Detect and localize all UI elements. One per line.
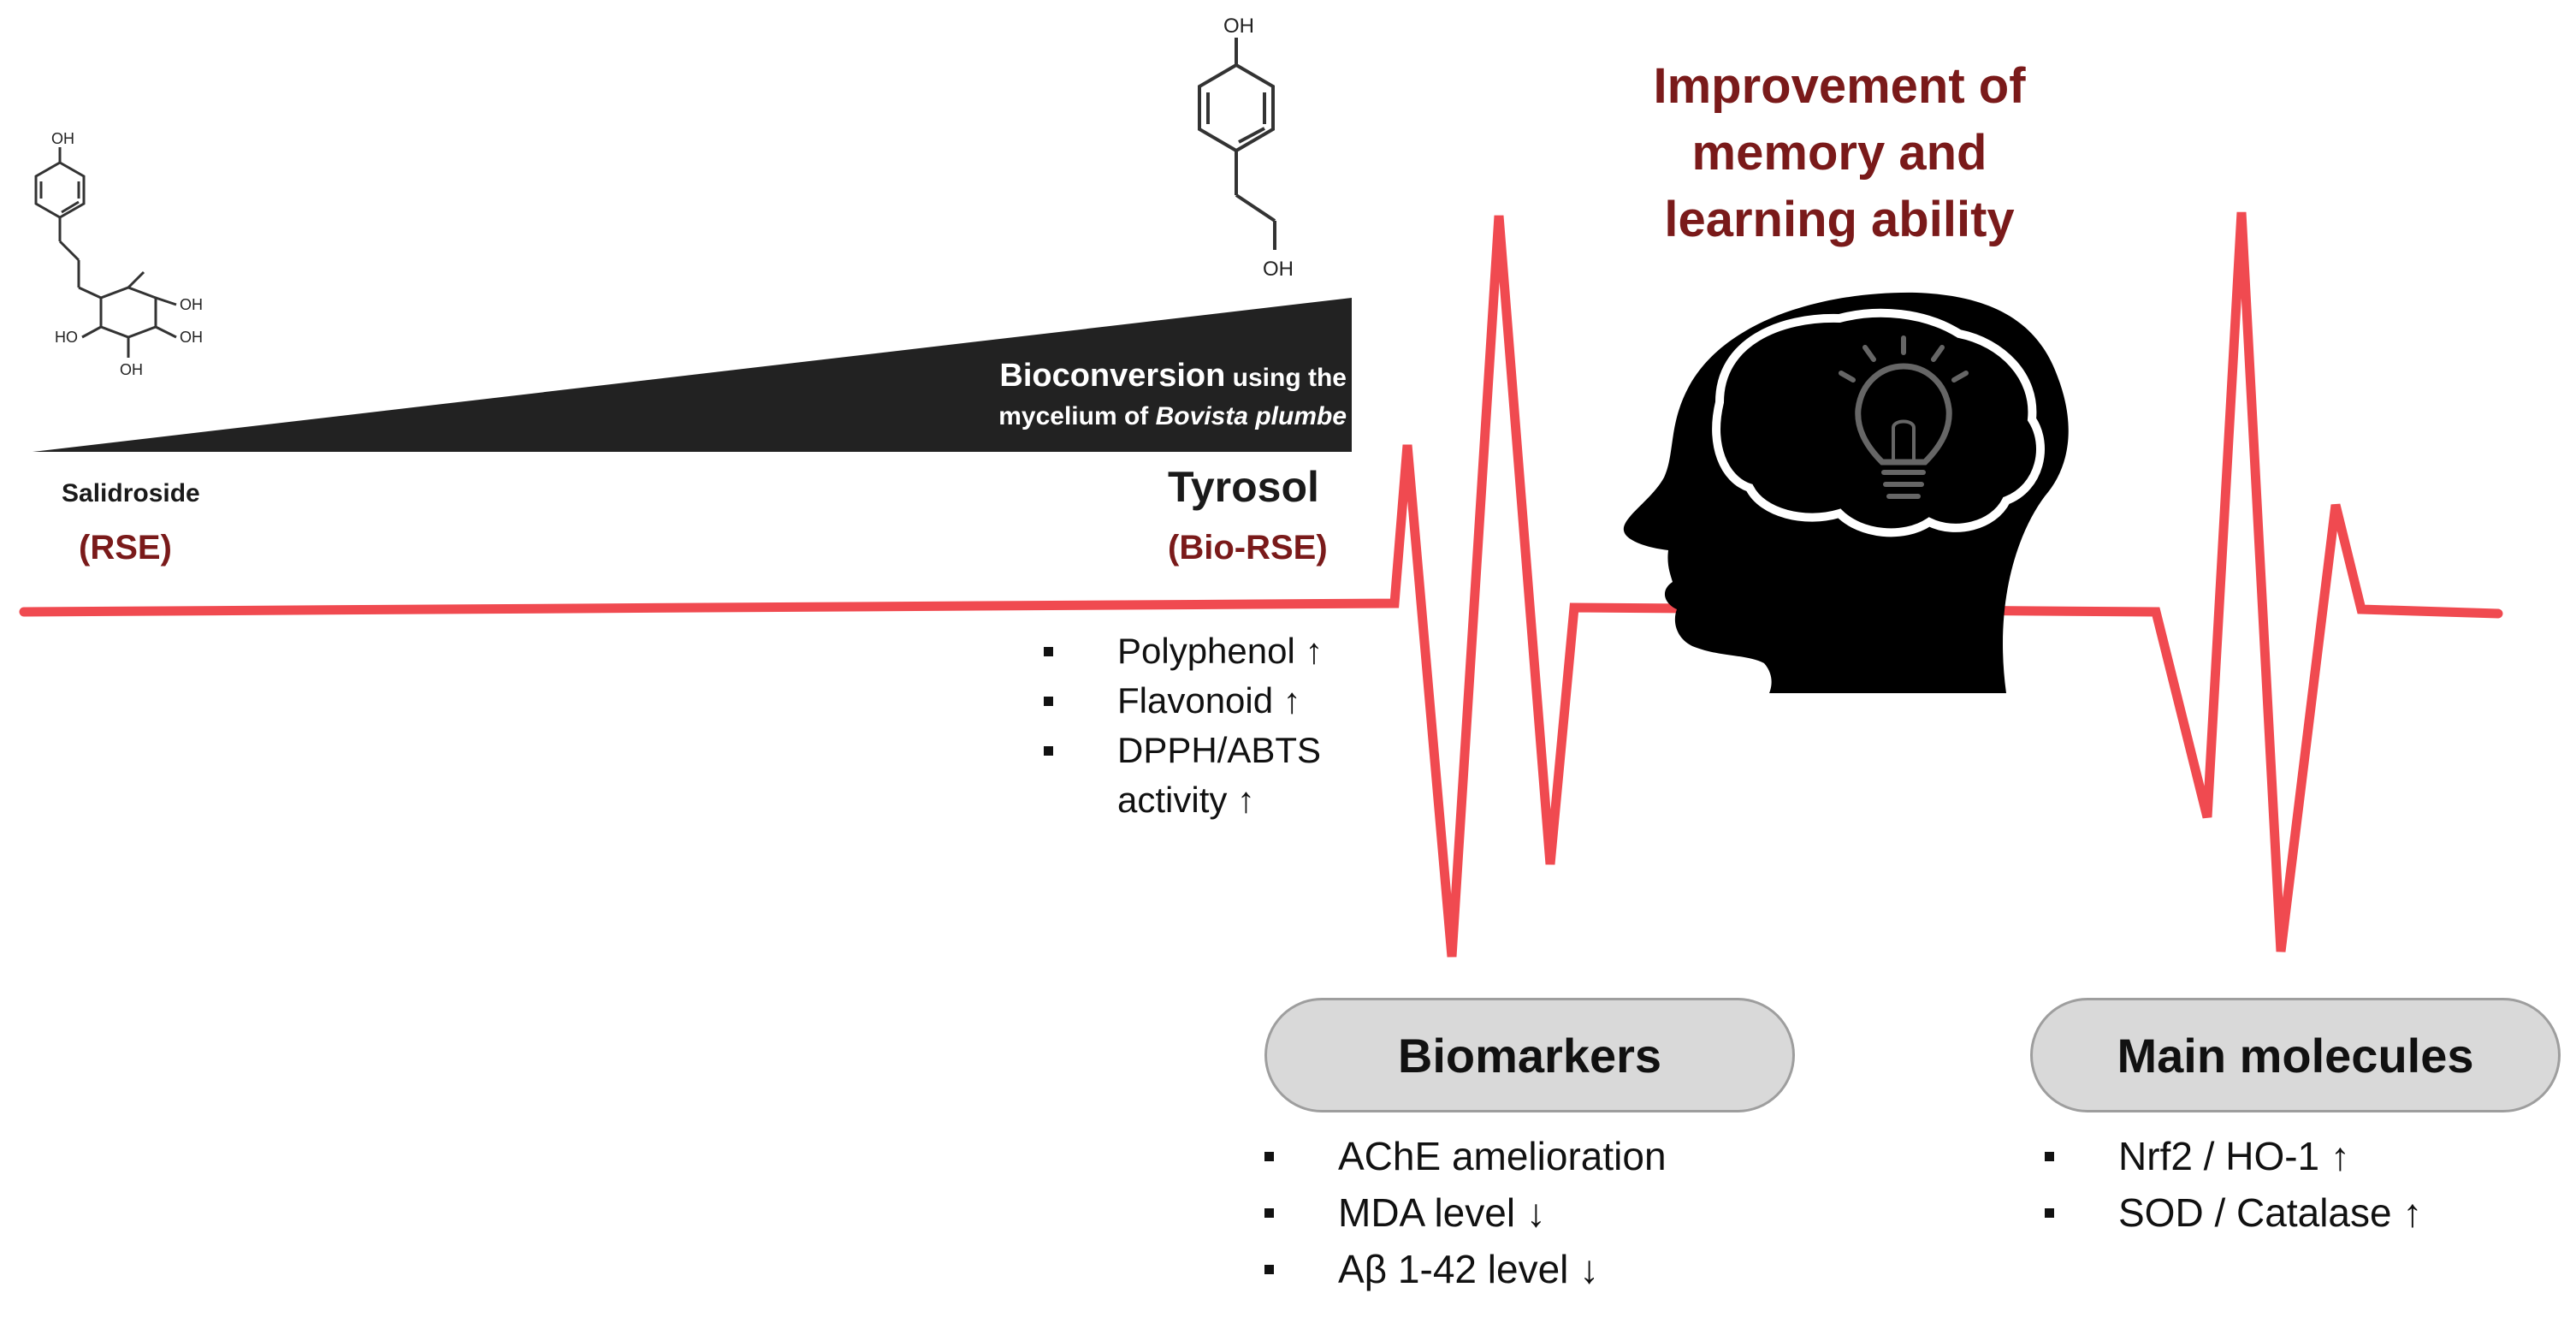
list-item: MDA level ↓ (1264, 1184, 1667, 1241)
bioconversion-wedge (33, 298, 1352, 452)
bioconversion-mycelium: mycelium of (998, 402, 1156, 430)
list-item: Polyphenol ↑ (1044, 626, 1324, 676)
list-item: AChE amelioration (1264, 1128, 1667, 1184)
brain-outline (1712, 308, 2045, 537)
title-line-2: memory and (1691, 125, 1987, 181)
salidroside-oh-top: OH (51, 130, 74, 147)
salidroside-label: Salidroside (62, 479, 200, 507)
outcome-title: Improvement of memory and learning abili… (1591, 53, 2087, 253)
bioactivity-list: Polyphenol ↑ Flavonoid ↑ DPPH/ABTS activ… (1044, 626, 1324, 825)
salidroside-oh-right1: OH (180, 296, 203, 313)
main-molecules-list: Nrf2 / HO-1 ↑ SOD / Catalase ↑ (2045, 1128, 2422, 1241)
list-item: Flavonoid ↑ (1044, 676, 1324, 726)
list-item: DPPH/ABTS (1044, 726, 1324, 775)
bioconversion-line2: mycelium of Bovista plumbe (998, 402, 1347, 431)
list-item: Aβ 1-42 level ↓ (1264, 1241, 1667, 1297)
title-line-1: Improvement of (1653, 58, 2026, 114)
bioconversion-species: Bovista plumbe (1155, 402, 1347, 430)
list-item-continuation: activity ↑ (1117, 780, 1256, 820)
biomarkers-label: Biomarkers (1397, 1028, 1662, 1083)
tyrosol-label: Tyrosol (1168, 463, 1319, 511)
head-silhouette-icon (1623, 292, 2069, 693)
biomarkers-list: AChE amelioration MDA level ↓ Aβ 1-42 le… (1264, 1128, 1667, 1297)
bioconversion-line1: Bioconversion using the (999, 358, 1347, 395)
tyrosol-structure (1198, 38, 1276, 250)
lightbulb-icon (1839, 335, 1969, 499)
main-molecules-label: Main molecules (2117, 1028, 2474, 1083)
bio-rse-label: (Bio-RSE) (1168, 529, 1328, 567)
salidroside-oh-bottom: OH (120, 361, 143, 378)
salidroside-ho-left: HO (55, 329, 78, 346)
title-line-3: learning ability (1664, 192, 2015, 247)
bioconversion-bold: Bioconversion (999, 358, 1226, 394)
bioconversion-using: using the (1225, 364, 1347, 392)
salidroside-oh-right2: OH (180, 329, 203, 346)
salidroside-structure (34, 147, 177, 358)
rse-label: (RSE) (79, 529, 172, 567)
biomarkers-pill: Biomarkers (1264, 998, 1795, 1112)
list-item: Nrf2 / HO-1 ↑ (2045, 1128, 2422, 1184)
main-molecules-pill: Main molecules (2030, 998, 2561, 1112)
list-item: SOD / Catalase ↑ (2045, 1184, 2422, 1241)
tyrosol-oh-bottom: OH (1263, 258, 1294, 281)
tyrosol-oh-top: OH (1223, 15, 1254, 38)
